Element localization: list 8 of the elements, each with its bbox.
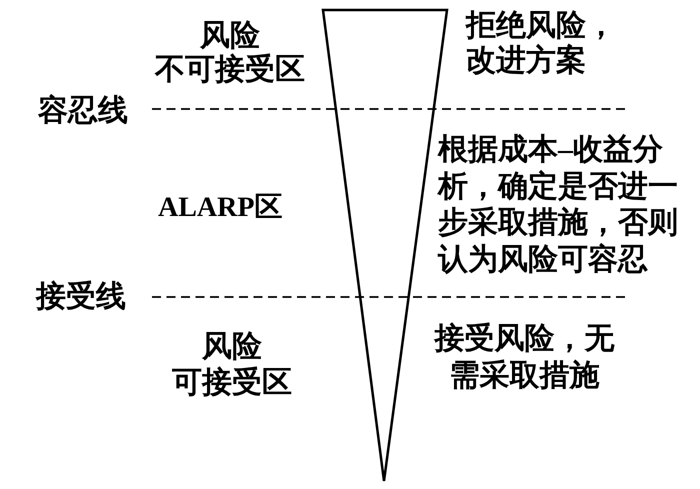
line-label: 接受线 [36, 279, 126, 315]
zone-label: 风险可接受区 [171, 329, 293, 401]
line-label: 容忍线 [38, 93, 128, 129]
zone-label: ALARP区 [158, 191, 282, 225]
action-note: 拒绝风险，改进方案 [466, 8, 617, 78]
zone-label: 风险不可接受区 [154, 19, 306, 87]
action-note: 接受风险，无需采取措施 [433, 321, 616, 394]
action-note: 根据成本–收益分析，确定是否进一步采取措施，否则认为风险可容忍 [438, 132, 679, 278]
